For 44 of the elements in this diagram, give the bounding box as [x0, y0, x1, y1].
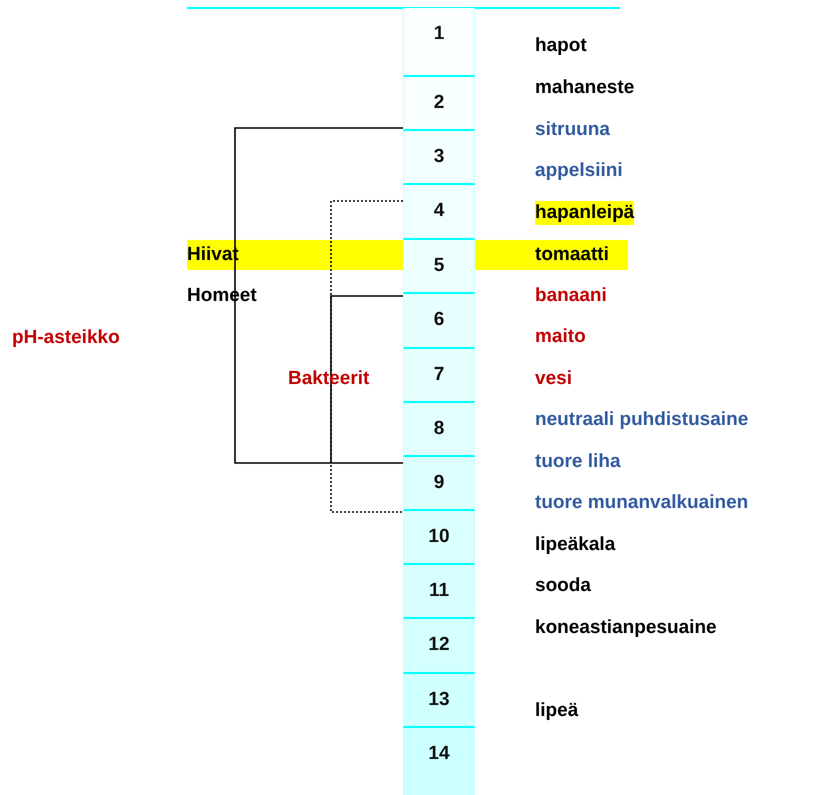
- ph-scale-cell: [403, 185, 475, 240]
- substance-label: hapot: [535, 34, 587, 58]
- substance-label: koneastianpesuaine: [535, 616, 717, 640]
- ph-value: 6: [432, 309, 446, 331]
- substance-label: tuore liha: [535, 450, 621, 474]
- ph-scale-cell: [403, 511, 475, 565]
- substance-label: tuore munanvalkuainen: [535, 491, 748, 515]
- ph-scale-cell: [403, 349, 475, 403]
- substance-label: sitruuna: [535, 118, 610, 142]
- ph-scale-cell: [403, 77, 475, 131]
- ph-value: 12: [427, 634, 451, 656]
- substance-label: mahaneste: [535, 76, 634, 100]
- ph-value: 11: [428, 580, 450, 602]
- ph-value: 9: [432, 472, 446, 494]
- substance-label: sooda: [535, 574, 591, 598]
- ph-scale-cell: [403, 131, 475, 185]
- substance-label: banaani: [535, 284, 607, 308]
- ph-scale-cell: [403, 565, 475, 619]
- substance-label: lipeä: [535, 699, 578, 723]
- scale-title: pH-asteikko: [12, 326, 120, 350]
- substance-label: maito: [535, 325, 586, 349]
- ph-value: 7: [432, 364, 446, 386]
- ph-scale-cell: [403, 619, 475, 674]
- ph-value: 4: [432, 200, 446, 222]
- ph-value: 10: [427, 526, 451, 548]
- ph-value: 13: [427, 689, 451, 711]
- ph-value: 1: [432, 23, 446, 45]
- ph-scale-cell: [403, 403, 475, 457]
- substance-label: vesi: [535, 367, 572, 391]
- substance-label: lipeäkala: [535, 533, 616, 557]
- ph-scale-cell: [403, 728, 475, 795]
- substance-label: tomaatti: [535, 243, 609, 267]
- ph-scale-cell: [403, 674, 475, 728]
- substance-label: appelsiini: [535, 159, 623, 183]
- ph-value: 8: [432, 418, 446, 440]
- ph-scale-cell: [403, 8, 475, 77]
- ph-value: 5: [432, 255, 446, 277]
- ph-scale-cell: [403, 294, 475, 349]
- ph-scale-cell: [403, 457, 475, 511]
- ph-value: 3: [432, 146, 446, 168]
- substance-label: neutraali puhdistusaine: [535, 408, 748, 432]
- ph-value: 2: [432, 92, 446, 114]
- ph-value: 14: [427, 743, 451, 765]
- ph-scale-cell: [403, 240, 475, 294]
